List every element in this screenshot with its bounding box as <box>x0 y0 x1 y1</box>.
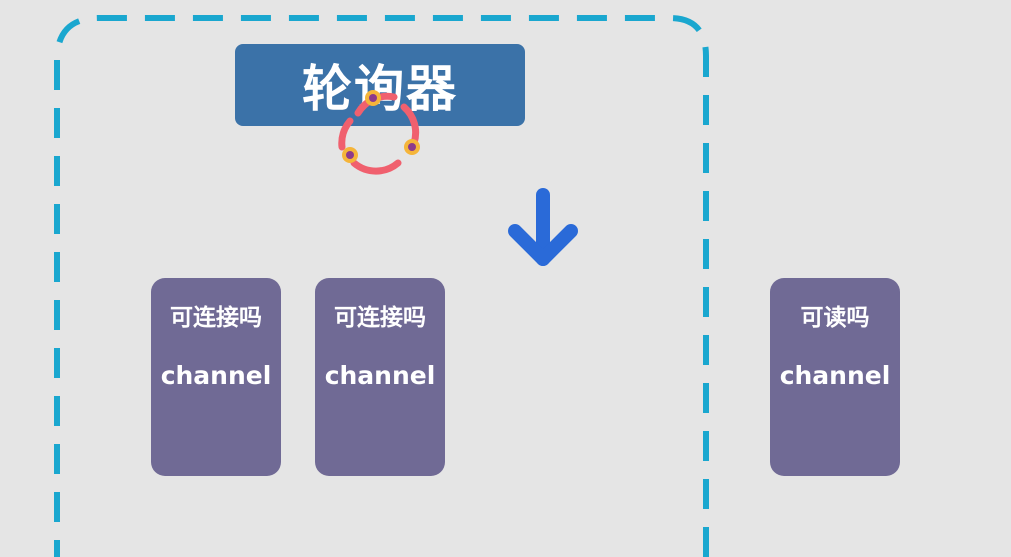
selector-label: 轮询器 <box>302 60 458 118</box>
channel-question: 可连接吗 <box>334 305 426 331</box>
selector-box: 轮询器 <box>235 44 525 126</box>
channel-name: channel <box>160 361 272 390</box>
channel-name: channel <box>324 361 436 390</box>
polling-spinner-icon <box>338 90 420 175</box>
channel-name: channel <box>779 361 891 390</box>
channel-question: 可连接吗 <box>170 305 262 331</box>
down-arrow-icon <box>508 188 578 266</box>
channel-card: 可读吗 channel <box>770 278 900 476</box>
channel-question: 可读吗 <box>800 305 870 331</box>
channel-card: 可连接吗 channel <box>315 278 445 476</box>
channel-card: 可连接吗 channel <box>151 278 281 476</box>
